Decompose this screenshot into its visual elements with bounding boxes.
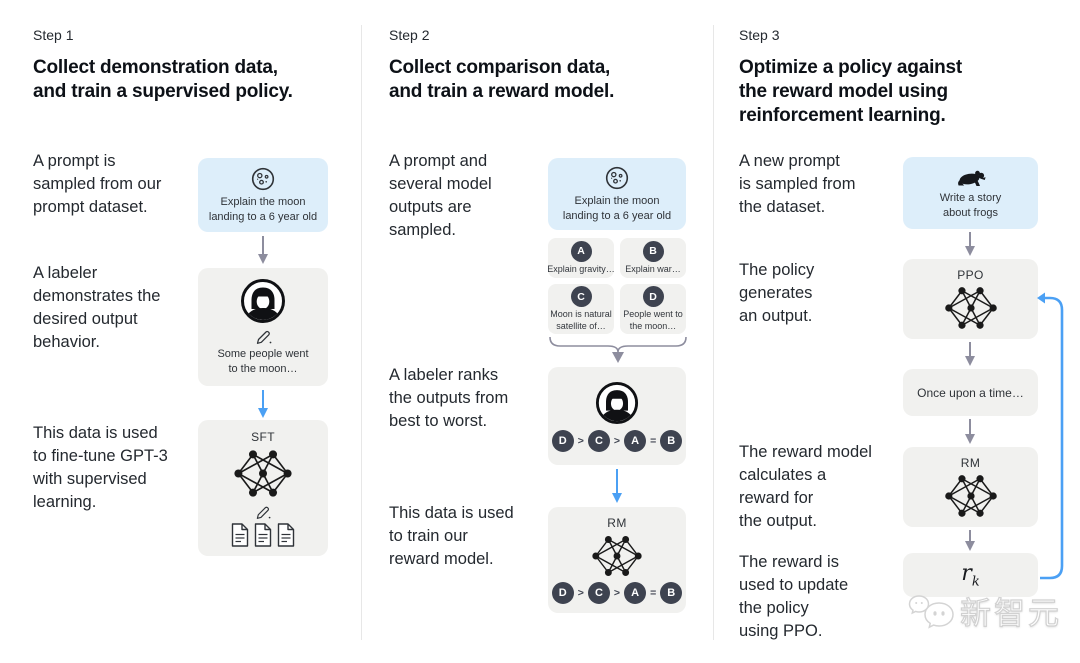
- watermark: 新智元: [908, 588, 1062, 633]
- step1-demo-text: Some people went to the moon…: [217, 348, 309, 375]
- documents-row: [230, 522, 296, 547]
- step3-reward-box: rk: [903, 553, 1038, 597]
- down-arrow-icon: [965, 232, 975, 256]
- step1-prompt-box: Explain the moon landing to a 6 year old: [198, 158, 328, 232]
- letter-badge: C: [570, 286, 592, 307]
- step2-rm-box: RM D > C > A = B: [548, 507, 686, 613]
- ranking-row: D > C > A = B: [551, 582, 683, 604]
- feedback-loop-arrow-icon: [1037, 292, 1064, 580]
- letter-badge: D: [642, 286, 664, 307]
- step2-prompt-box: Explain the moon landing to a 6 year old: [548, 158, 686, 230]
- step1-sft-box: SFT: [198, 420, 328, 556]
- step3-output-text: Once upon a time…: [917, 385, 1024, 400]
- step1-caption-prompt: A prompt is sampled from our prompt data…: [33, 152, 162, 216]
- ranking-row: D > C > A = B: [551, 429, 683, 452]
- step2-caption-prompt: A prompt and several model outputs are s…: [389, 152, 492, 239]
- output-box-a: A Explain gravity…: [547, 238, 615, 278]
- down-arrow-blue-icon: [258, 390, 268, 418]
- output-box-c: C Moon is natural satellite of…: [548, 284, 614, 334]
- step1-caption-data: This data is used to fine-tune GPT-3 wit…: [33, 424, 168, 511]
- down-arrow-icon: [965, 342, 975, 366]
- step3-caption-update: The reward is used to update the policy …: [739, 553, 849, 640]
- labeler-avatar-icon: [240, 278, 286, 324]
- step2-prompt-text: Explain the moon landing to a 6 year old: [562, 195, 672, 222]
- step3-caption-prompt: A new prompt is sampled from the dataset…: [739, 152, 856, 216]
- step1-labeler-box: Some people went to the moon…: [198, 268, 328, 386]
- neural-network-icon: [233, 449, 293, 497]
- down-arrow-icon: [965, 530, 975, 551]
- step3-prompt-text: Write a story about frogs: [939, 192, 1002, 219]
- letter-badge: A: [570, 240, 592, 262]
- step3-title: Optimize a policy against the reward mod…: [739, 57, 963, 126]
- watermark-text: 新智元: [959, 595, 1062, 631]
- ppo-label: PPO: [957, 267, 984, 282]
- step2-caption-rank: A labeler ranks the outputs from best to…: [389, 366, 509, 430]
- column-divider: [361, 25, 362, 640]
- rm-label: RM: [607, 516, 627, 530]
- step1-label: Step 1: [33, 27, 74, 43]
- down-arrow-blue-icon: [612, 469, 622, 503]
- step3-output-box: Once upon a time…: [903, 369, 1038, 416]
- output-box-b: B Explain war…: [620, 238, 686, 278]
- brace-merge-arrow-icon: [549, 336, 687, 363]
- step3-ppo-box: PPO: [903, 259, 1038, 339]
- moon-icon: [605, 166, 629, 190]
- document-icon: [277, 522, 295, 547]
- labeler-avatar-icon: [595, 381, 639, 425]
- step1-title: Collect demonstration data, and train a …: [33, 57, 293, 102]
- wechat-icon: [908, 594, 954, 628]
- step1-prompt-text: Explain the moon landing to a 6 year old: [208, 196, 318, 223]
- step2-label: Step 2: [389, 27, 430, 43]
- step2-caption-data: This data is used to train our reward mo…: [389, 504, 514, 568]
- neural-network-icon: [943, 285, 998, 330]
- step1-caption-labeler: A labeler demonstrates the desired outpu…: [33, 264, 161, 351]
- reward-value: rk: [961, 560, 980, 590]
- pencil-icon: [256, 506, 271, 519]
- step3-rm-box: RM: [903, 447, 1038, 527]
- down-arrow-icon: [258, 236, 268, 264]
- moon-icon: [251, 167, 275, 191]
- step3-label: Step 3: [739, 27, 780, 43]
- neural-network-icon: [591, 535, 643, 577]
- output-box-d: D People went to the moon…: [620, 284, 686, 334]
- step3-caption-policy: The policy generates an output.: [739, 261, 815, 325]
- document-icon: [254, 522, 272, 547]
- step2-title: Collect comparison data, and train a rew…: [389, 57, 615, 102]
- rm-label: RM: [960, 455, 981, 470]
- down-arrow-icon: [965, 419, 975, 444]
- step2-rank-box: D > C > A = B: [548, 367, 686, 465]
- letter-badge: B: [642, 240, 664, 262]
- pencil-icon: [256, 330, 272, 344]
- step3-caption-reward: The reward model calculates a reward for…: [739, 443, 872, 530]
- step3-prompt-box: Write a story about frogs: [903, 157, 1038, 229]
- frog-icon: [957, 170, 986, 186]
- neural-network-icon: [943, 473, 998, 518]
- sft-label: SFT: [251, 429, 275, 444]
- document-icon: [231, 522, 249, 547]
- column-divider: [713, 25, 714, 640]
